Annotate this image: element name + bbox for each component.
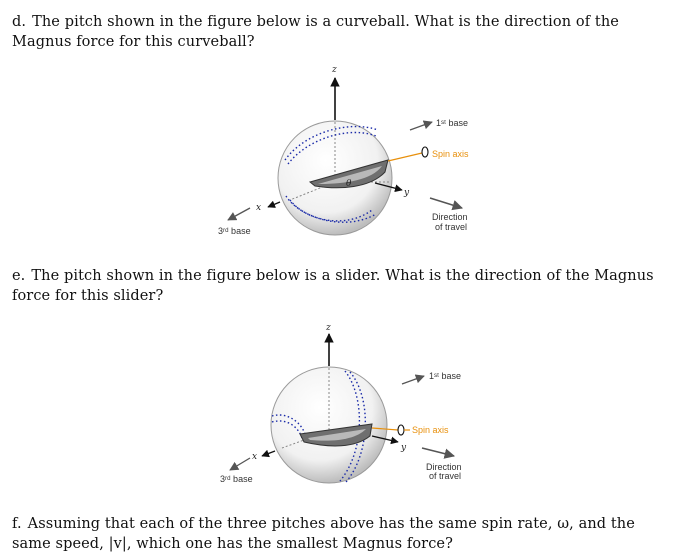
first-base-arrow: [401, 374, 425, 385]
question-f-text: Assuming that each of the three pitches …: [12, 516, 635, 552]
theta-label: θ: [346, 179, 352, 189]
stitch-bottom: [289, 199, 373, 222]
spin-axis-line: [371, 427, 399, 431]
first-base-label: 1ˢᵗ base: [436, 118, 468, 128]
x-axis-label: x: [256, 203, 261, 213]
third-base-arrow: [229, 457, 251, 471]
question-f: f.Assuming that each of the three pitche…: [12, 514, 672, 554]
y-axis-arrow: [371, 435, 399, 445]
first-base-label: 1ˢᵗ base: [429, 371, 461, 381]
direction-label-line1: Direction: [426, 462, 462, 472]
x-axis-arrow: [267, 200, 281, 208]
direction-label-line2: of travel: [435, 222, 467, 232]
x-axis-label: x: [252, 452, 257, 462]
direction-arrow: [429, 197, 464, 211]
y-axis-label: y: [403, 188, 410, 198]
slider-figure: z Spin axis y x 1ˢᵗ base 3ʳᵈ base Dir: [0, 316, 691, 506]
curveball-figure: z θ Spin axis y x 1ˢᵗ base 3ʳᵈ base: [0, 60, 691, 245]
third-base-label: 3ʳᵈ base: [220, 474, 253, 484]
third-base-arrow: [227, 207, 251, 221]
stitch-right: [339, 370, 361, 482]
direction-label-line2: of travel: [429, 471, 461, 481]
question-e-text: The pitch shown in the figure below is a…: [12, 268, 654, 304]
spin-arrow-icon: [397, 424, 405, 436]
spin-axis-label: Spin axis: [432, 149, 469, 159]
stitch-top: [284, 125, 379, 161]
z-axis-label: z: [325, 323, 331, 333]
question-e: e.The pitch shown in the figure below is…: [12, 266, 672, 306]
y-axis-label: y: [400, 443, 407, 453]
stitch-left: [271, 414, 306, 435]
spin-arrow-icon: [421, 146, 429, 158]
z-axis-label: z: [331, 65, 337, 75]
question-e-label: e.: [12, 268, 26, 284]
spin-axis-label: Spin axis: [412, 425, 449, 435]
x-axis-arrow: [261, 449, 276, 458]
curveball-diagram: z θ Spin axis y x 1ˢᵗ base 3ʳᵈ base: [218, 65, 469, 236]
question-d-text: The pitch shown in the figure below is a…: [12, 14, 619, 50]
y-axis-arrow: [374, 182, 403, 193]
question-d-label: d.: [12, 14, 27, 30]
question-d: d.The pitch shown in the figure below is…: [12, 12, 672, 52]
slider-diagram: z Spin axis y x 1ˢᵗ base 3ʳᵈ base Dir: [220, 323, 462, 484]
first-base-arrow: [409, 120, 433, 131]
direction-label-line1: Direction: [432, 212, 468, 222]
third-base-label: 3ʳᵈ base: [218, 226, 251, 236]
direction-arrow: [421, 447, 456, 459]
question-f-label: f.: [12, 516, 22, 532]
spin-axis-line: [387, 152, 423, 162]
